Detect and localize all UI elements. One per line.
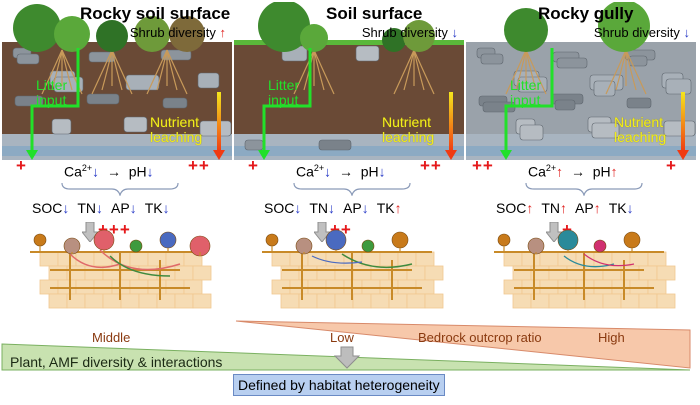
nutrient-ap: AP↓: [111, 200, 137, 216]
arrow-down-icon: ↓: [129, 200, 137, 216]
arrow-up-icon: ↑: [219, 25, 227, 40]
high-label: High: [598, 330, 625, 345]
habitat-scene-illustration: [2, 4, 232, 160]
right-arrow-icon: →: [106, 163, 121, 180]
nutrient-soc: SOC↑: [496, 200, 534, 216]
amf-hyphal-network-illustration: [30, 230, 212, 309]
amf-hyphal-network-illustration: [494, 230, 676, 309]
plant-amf-diversity-label: Plant, AMF diversity & interactions: [10, 354, 223, 370]
arrow-down-icon: ↓: [451, 25, 459, 40]
arrow-down-icon: ↓: [361, 200, 369, 216]
habitat-scene-illustration: [234, 2, 464, 160]
arrow-down-icon: ↓: [294, 200, 302, 216]
grey-down-arrow-icon: [314, 222, 330, 242]
nutrient-leaching-intensity: +: [666, 156, 677, 175]
soil-nutrient-trends: SOC↓ TN↓ AP↓ TK↑: [264, 200, 410, 216]
soil-nutrient-trends: SOC↑ TN↑ AP↑ TK↓: [496, 200, 642, 216]
arrow-down-icon: ↓: [626, 200, 634, 216]
gradient-wedges: [1, 320, 691, 371]
bedrock-outcrop-wedge: [235, 320, 691, 369]
arrow-down-icon: ↓: [378, 163, 386, 180]
arrow-down-icon: ↓: [92, 163, 100, 180]
arrow-down-icon: ↓: [324, 163, 332, 180]
nutrient-tk: TK↓: [608, 200, 634, 216]
calcium-ph-relation: Ca2+↓ → pH↓: [64, 163, 154, 180]
curly-brace: [293, 182, 411, 196]
arrow-down-icon: ↓: [328, 200, 336, 216]
nutrient-tk: TK↑: [376, 200, 402, 216]
arrow-up-icon: ↑: [526, 200, 534, 216]
calcium-ph-relation: Ca2+↓ → pH↓: [296, 163, 386, 180]
habitat-heterogeneity-box: Defined by habitat heterogeneity: [233, 374, 445, 396]
amf-hyphal-network-illustration: [262, 230, 444, 309]
nutrient-leaching-intensity: ++: [420, 156, 442, 175]
nutrient-tn: TN↑: [541, 200, 568, 216]
amf-interaction-intensity: +: [562, 220, 573, 239]
bedrock-outcrop-ratio-label: Bedrock outcrop ratio: [418, 330, 542, 345]
panel-title: Soil surface: [326, 4, 423, 23]
nutrient-tk: TK↓: [144, 200, 170, 216]
shrub-diversity-label: Shrub diversity ↑: [129, 25, 227, 40]
grey-down-arrow-icon: [82, 222, 98, 242]
arrow-down-icon: ↓: [683, 25, 691, 40]
habitat-scene-illustration: [466, 2, 696, 160]
panel-title: Rocky gully: [538, 4, 634, 23]
right-arrow-icon: →: [570, 163, 585, 180]
shrub-diversity-label: Shrub diversity ↓: [593, 25, 691, 40]
nutrient-soc: SOC↓: [264, 200, 302, 216]
center-down-arrow-icon: [333, 346, 361, 369]
right-arrow-icon: →: [338, 163, 353, 180]
habitat-panel: Rocky soil surface Shrub diversity ↑ Lit…: [2, 0, 232, 160]
arrow-up-icon: ↑: [556, 163, 564, 180]
curly-brace: [525, 182, 643, 196]
arrow-down-icon: ↓: [162, 200, 170, 216]
calcium-ph-relation: Ca2+↑ → pH↑: [528, 163, 618, 180]
panel-title: Rocky soil surface: [80, 4, 231, 23]
nutrient-soc: SOC↓: [32, 200, 70, 216]
litter-input-intensity: +: [248, 156, 259, 175]
arrow-down-icon: ↓: [62, 200, 70, 216]
nutrient-ap: AP↓: [343, 200, 369, 216]
arrow-up-icon: ↑: [560, 200, 568, 216]
nutrient-tn: TN↓: [77, 200, 104, 216]
litter-input-intensity: +: [16, 156, 27, 175]
soil-nutrient-trends: SOC↓ TN↓ AP↓ TK↓: [32, 200, 178, 216]
nutrient-leaching-intensity: ++: [188, 156, 210, 175]
litter-input-intensity: ++: [472, 156, 494, 175]
middle-label: Middle: [92, 330, 131, 345]
arrow-down-icon: ↓: [96, 200, 104, 216]
arrow-up-icon: ↑: [593, 200, 601, 216]
curly-brace: [61, 182, 179, 196]
low-label: Low: [330, 330, 354, 345]
arrow-up-icon: ↑: [394, 200, 402, 216]
arrow-up-icon: ↑: [610, 163, 618, 180]
nutrient-ap: AP↑: [575, 200, 601, 216]
shrub-diversity-label: Shrub diversity ↓: [361, 25, 459, 40]
arrow-down-icon: ↓: [146, 163, 154, 180]
nutrient-tn: TN↓: [309, 200, 336, 216]
grey-down-arrow-icon: [546, 222, 562, 242]
